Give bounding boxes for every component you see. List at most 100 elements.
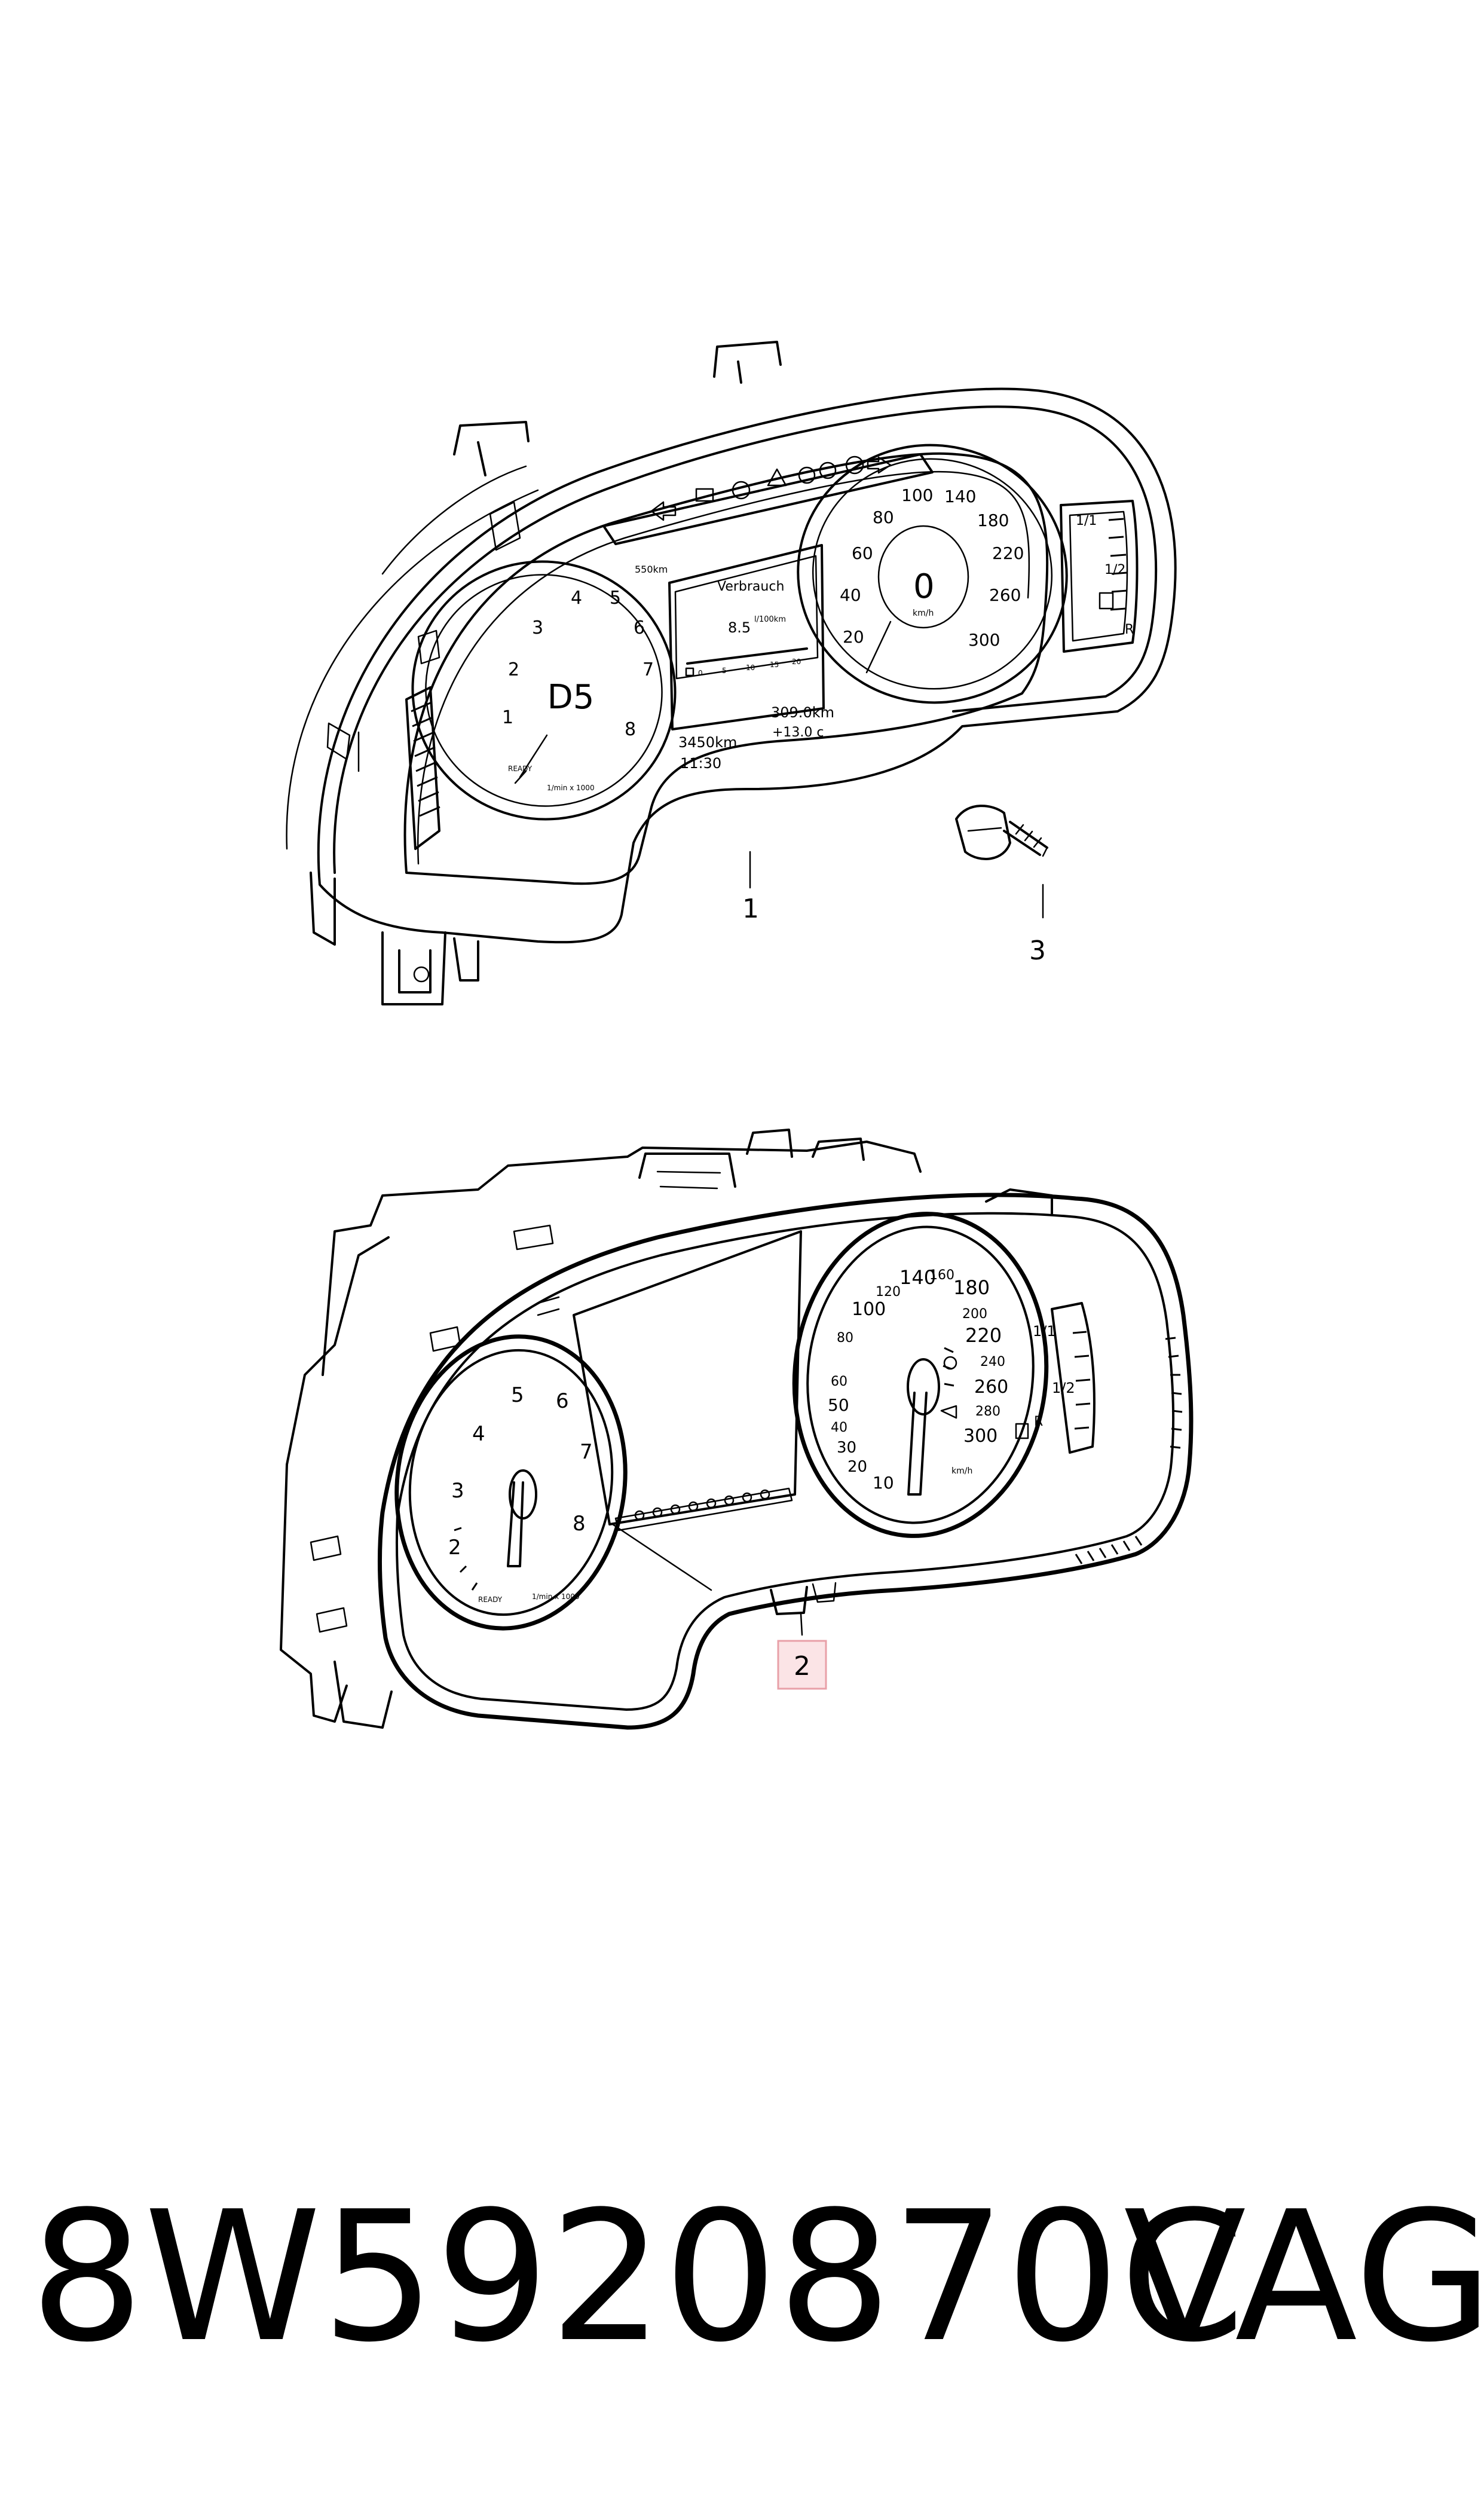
trip-left: 3450km xyxy=(678,734,737,751)
speed-b-num-160: 160 xyxy=(929,1268,954,1283)
speed-num-80: 80 xyxy=(873,508,894,527)
speed-b-num-10: 10 xyxy=(873,1473,894,1493)
warning-lights-row-bottom xyxy=(634,1489,770,1521)
screen-title: Verbrauch xyxy=(717,579,784,594)
tacho-unit-label: 1/min x 1000 xyxy=(547,784,595,792)
tacho-b-num-7: 7 xyxy=(580,1440,593,1464)
speed-b-num-240: 240 xyxy=(980,1355,1005,1369)
speed-b-unit: km/h xyxy=(951,1466,972,1476)
consumption-unit: l/100km xyxy=(754,615,786,624)
tacho-b-num-4: 4 xyxy=(472,1422,485,1446)
tacho-num-2: 2 xyxy=(508,659,519,680)
fuel-b-reserve: R xyxy=(1034,1414,1043,1429)
speed-b-num-100: 100 xyxy=(852,1299,886,1320)
trip-right: 309.0km xyxy=(771,704,834,721)
part-number-label: 8W5920870C xyxy=(30,2173,1246,2382)
tachometer-dial-bottom: 2 3 4 5 6 7 8 1/min x 1000 READY xyxy=(394,1334,628,1631)
tacho-num-7: 7 xyxy=(642,659,654,680)
fuel-gauge: 1/1 1/2 R xyxy=(1060,500,1139,653)
headlight-icon xyxy=(940,1405,957,1419)
fuel-full-label: 1/1 xyxy=(1076,513,1097,528)
fuel-half-label: 1/2 xyxy=(1104,562,1125,577)
fuel-gauge-bottom: 1/1 1/2 R xyxy=(1015,1302,1096,1454)
tacho-num-1: 1 xyxy=(502,707,513,728)
speed-num-20: 20 xyxy=(843,627,864,647)
speed-b-num-20: 20 xyxy=(847,1458,867,1476)
tacho-b-num-6: 6 xyxy=(556,1389,569,1413)
warning-lights-row xyxy=(650,455,892,521)
speed-num-260: 260 xyxy=(989,585,1021,605)
callout-2-marker: 2 xyxy=(777,1640,827,1690)
tacho-b-num-8: 8 xyxy=(573,1512,586,1536)
fuel-b-half: 1/2 xyxy=(1052,1380,1075,1396)
speed-b-num-50: 50 xyxy=(828,1395,849,1415)
speed-b-num-80: 80 xyxy=(837,1331,853,1346)
tacho-num-4: 4 xyxy=(571,588,582,609)
tacho-num-3: 3 xyxy=(532,617,543,638)
speed-b-num-220: 220 xyxy=(965,1324,1002,1347)
speed-num-300: 300 xyxy=(968,630,1000,650)
light-indicator-icon xyxy=(798,466,816,484)
outside-temperature: +13.0 c xyxy=(772,725,824,740)
turn-right-arrow-icon xyxy=(867,456,892,474)
tacho-ready-label: READY xyxy=(508,765,533,773)
speed-num-220: 220 xyxy=(992,543,1024,563)
speed-b-num-200: 200 xyxy=(962,1307,987,1322)
consumption-value: 8.5 xyxy=(728,619,751,636)
tacho-b-num-3: 3 xyxy=(451,1479,464,1503)
tacho-num-8: 8 xyxy=(625,719,636,740)
speed-unit: km/h xyxy=(913,609,934,618)
speed-b-num-300: 300 xyxy=(963,1426,998,1447)
speed-b-num-180: 180 xyxy=(953,1276,990,1299)
tire-pressure-icon xyxy=(819,461,837,479)
tacho-num-5: 5 xyxy=(610,588,621,609)
turn-left-arrow-icon xyxy=(650,501,677,521)
speed-b-num-30: 30 xyxy=(837,1439,856,1457)
bar-scale-5: 5 xyxy=(722,667,727,675)
tacho-b-num-5: 5 xyxy=(511,1383,524,1407)
fuel-pump-icon xyxy=(1099,592,1114,610)
speed-b-num-260: 260 xyxy=(974,1377,1008,1398)
side-light-bar-ticks xyxy=(411,701,440,817)
fuel-b-full: 1/1 xyxy=(1033,1323,1056,1340)
tacho-b-ready: READY xyxy=(478,1595,503,1604)
hazard-triangle-icon xyxy=(767,468,787,487)
gear-indicator: D5 xyxy=(547,678,595,717)
speed-num-40: 40 xyxy=(840,585,861,605)
screw-part-3: 3 xyxy=(955,805,1048,966)
tacho-b-num-2: 2 xyxy=(448,1536,461,1560)
engine-warning-icon xyxy=(695,488,714,502)
speedometer-dial-bottom: 10 20 30 40 50 60 80 100 120 140 160 180… xyxy=(792,1212,1049,1538)
brake-warning-icon xyxy=(732,481,751,500)
speed-num-100: 100 xyxy=(901,485,933,505)
bar-scale-15: 15 xyxy=(770,661,779,669)
speed-b-num-280: 280 xyxy=(975,1404,1000,1419)
callout-3: 3 xyxy=(1029,936,1046,966)
callout-1: 1 xyxy=(742,894,759,924)
fuel-pump-icon-bottom xyxy=(1015,1423,1029,1439)
bar-scale-20: 20 xyxy=(792,658,801,666)
speedometer-dial: 0 km/h 20 40 60 80 100 140 180 220 260 3… xyxy=(797,444,1068,704)
speed-b-num-40: 40 xyxy=(831,1420,847,1435)
callout-2: 2 xyxy=(794,1651,810,1682)
bar-scale-0: 0 xyxy=(698,669,703,677)
bezel-rib-marks xyxy=(1075,1337,1183,1564)
speed-num-60: 60 xyxy=(852,543,873,563)
clock: 11:30 xyxy=(680,755,721,772)
bar-scale-10: 10 xyxy=(746,664,755,672)
centre-info-display: 550km Verbrauch 8.5 l/100km 0 5 10 15 20… xyxy=(635,544,834,772)
cruise-control-icon xyxy=(943,1356,957,1370)
tacho-num-6: 6 xyxy=(634,617,645,638)
range-label: 550km xyxy=(635,564,668,575)
speed-b-num-120: 120 xyxy=(876,1285,901,1300)
fuel-reserve-label: R xyxy=(1125,622,1134,637)
brand-label: VAG xyxy=(1124,2173,1484,2382)
speed-num-140: 140 xyxy=(944,487,976,506)
instrument-cluster-bottom: 2 3 4 5 6 7 8 1/min x 1000 READY 10 20 3… xyxy=(280,1129,1194,1730)
speed-value: 0 xyxy=(913,567,935,606)
parking-brake-icon xyxy=(845,455,864,475)
exploded-parts-diagram: D5 1 2 3 4 5 6 7 8 1/min x 1000 READY 55… xyxy=(280,341,1194,1730)
tacho-b-unit: 1/min x 1000 xyxy=(532,1592,580,1601)
instrument-cluster-top: D5 1 2 3 4 5 6 7 8 1/min x 1000 READY 55… xyxy=(286,341,1177,1005)
